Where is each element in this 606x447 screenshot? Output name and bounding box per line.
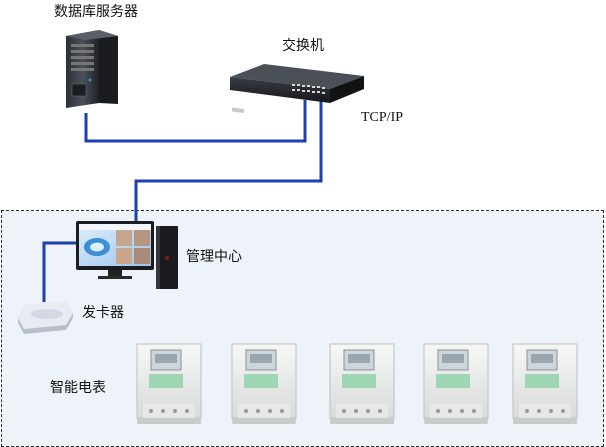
electric-meter-icon [232,344,296,424]
switch-center-link [136,100,321,222]
center-cardreader-link [44,243,76,302]
server-switch-link [86,100,305,141]
smart-meters-label: 智能电表 [50,380,106,396]
protocol-label: TCP/IP [361,110,403,126]
electric-meter-icon [330,344,394,424]
desktop-computer-icon [76,221,178,289]
network-links [44,100,321,302]
electric-meter-icon [424,344,488,424]
card-reader-icon [18,301,73,334]
card-issuer-label: 发卡器 [82,305,124,321]
server-tower-icon [66,30,118,108]
electric-meter-icon [137,344,201,424]
switch-label: 交换机 [282,38,324,54]
management-center-label: 管理中心 [186,249,242,265]
db-server-label: 数据库服务器 [54,4,138,20]
network-switch-icon [230,64,364,113]
electric-meter-icon [513,344,577,424]
